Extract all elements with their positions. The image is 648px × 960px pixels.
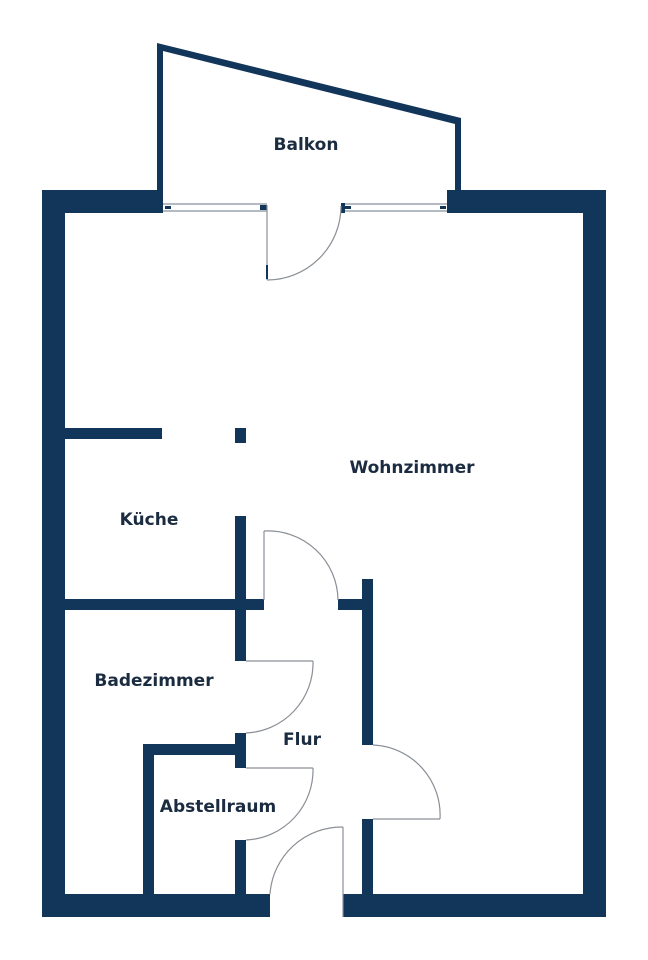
balcony-door[interactable] (266, 205, 342, 281)
room-label-balkon: Balkon (274, 135, 339, 155)
door-flur-wohnzimmer[interactable] (263, 530, 339, 601)
interior-walls (65, 428, 373, 899)
balcony-walls (157, 43, 461, 203)
room-label-kueche: Küche (120, 510, 179, 530)
room-label-wohnzimmer: Wohnzimmer (349, 458, 475, 478)
balcony-windows (163, 203, 447, 213)
door-badezimmer[interactable] (245, 660, 314, 734)
entrance-door[interactable] (269, 826, 344, 917)
room-label-flur: Flur (283, 730, 322, 750)
room-label-badezimmer: Badezimmer (94, 671, 214, 691)
room-label-abstellraum: Abstellraum (160, 797, 276, 817)
door-abstellraum[interactable] (245, 767, 314, 841)
door-flur-wohnzimmer-lower[interactable] (372, 744, 441, 820)
outer-walls (42, 190, 606, 917)
